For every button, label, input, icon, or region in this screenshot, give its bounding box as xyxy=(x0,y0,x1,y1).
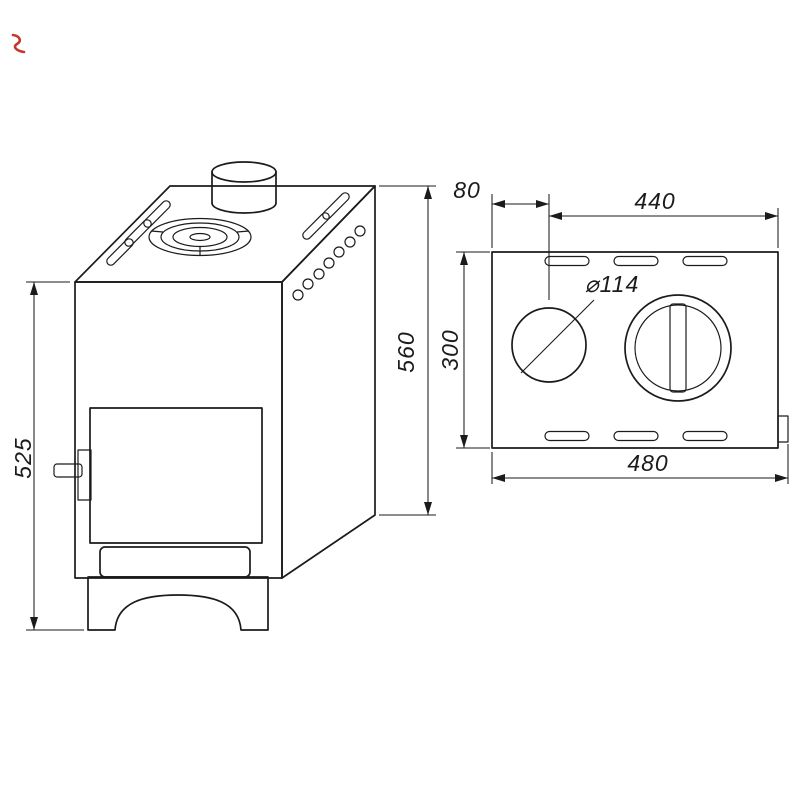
side-tab xyxy=(777,415,789,443)
burner-inner-ring xyxy=(634,304,722,392)
ash-tray xyxy=(99,546,251,578)
vent-slot xyxy=(613,430,659,442)
vent-slot xyxy=(613,255,659,267)
dim-label-flue-diameter: ⌀114 xyxy=(585,271,640,297)
iso-view: 525 560 xyxy=(10,161,436,631)
dim-label-back-height: 560 xyxy=(393,331,419,372)
vent-hole xyxy=(344,236,356,248)
vent-slot xyxy=(544,430,590,442)
dim-label-top-width: 440 xyxy=(634,188,675,214)
cook-plate-notch xyxy=(150,230,164,233)
burner-lid xyxy=(624,294,732,402)
side-vent-holes xyxy=(292,225,366,301)
flue-leader-line xyxy=(520,299,595,374)
dim-flue-offset: 80 xyxy=(453,177,550,300)
top-view-body xyxy=(491,251,779,449)
vent-hole xyxy=(354,225,366,237)
stove-side-face xyxy=(281,185,376,579)
cook-plate-center xyxy=(189,232,211,242)
dim-label-overall-width: 480 xyxy=(627,450,668,476)
stove-front-face xyxy=(74,281,283,579)
dim-depth: 300 xyxy=(437,251,490,449)
dim-overall-width: 480 xyxy=(491,444,789,484)
dim-back-height: 560 xyxy=(379,185,436,516)
dim-front-height: 525 xyxy=(10,281,84,631)
vent-hole xyxy=(323,257,335,269)
door-handle-lever xyxy=(53,463,83,478)
cook-plate-notch xyxy=(236,230,250,233)
burner-handle xyxy=(669,303,687,393)
dim-label-front-height: 525 xyxy=(10,437,36,478)
chimney-top-opening xyxy=(211,161,277,183)
vent-slot xyxy=(682,430,728,442)
firebox-door xyxy=(89,407,263,544)
flue-opening-circle xyxy=(511,307,587,383)
burner-outer-ring xyxy=(624,294,732,402)
door-handle xyxy=(53,449,92,501)
vent-hole xyxy=(302,278,314,290)
vent-slot xyxy=(322,192,350,220)
dim-top-width: 440 xyxy=(549,188,779,248)
vent-hole xyxy=(333,246,345,258)
plan-vent-slots-bottom xyxy=(544,430,728,442)
vent-slot xyxy=(682,255,728,267)
dim-label-flue-offset: 80 xyxy=(453,177,481,203)
door-handle-plate xyxy=(77,449,92,501)
vent-slot xyxy=(544,255,590,267)
dim-label-depth: 300 xyxy=(437,329,463,370)
top-vent-slots xyxy=(106,192,350,266)
plan-vent-slots-top xyxy=(544,255,728,267)
stove-base-legs xyxy=(87,576,269,631)
top-view: ⌀114 80 440 300 xyxy=(437,177,789,484)
vent-slot xyxy=(106,238,134,266)
chimney-pipe xyxy=(211,161,277,214)
red-watermark xyxy=(11,33,26,54)
cook-plate-rings xyxy=(148,217,252,257)
vent-hole xyxy=(292,289,304,301)
vent-slot xyxy=(302,212,330,240)
vent-slot xyxy=(143,200,171,228)
cook-plate-ring-3 xyxy=(172,226,228,248)
vent-hole xyxy=(313,268,325,280)
chimney-base-arc xyxy=(211,202,277,214)
vent-slot xyxy=(124,219,152,247)
